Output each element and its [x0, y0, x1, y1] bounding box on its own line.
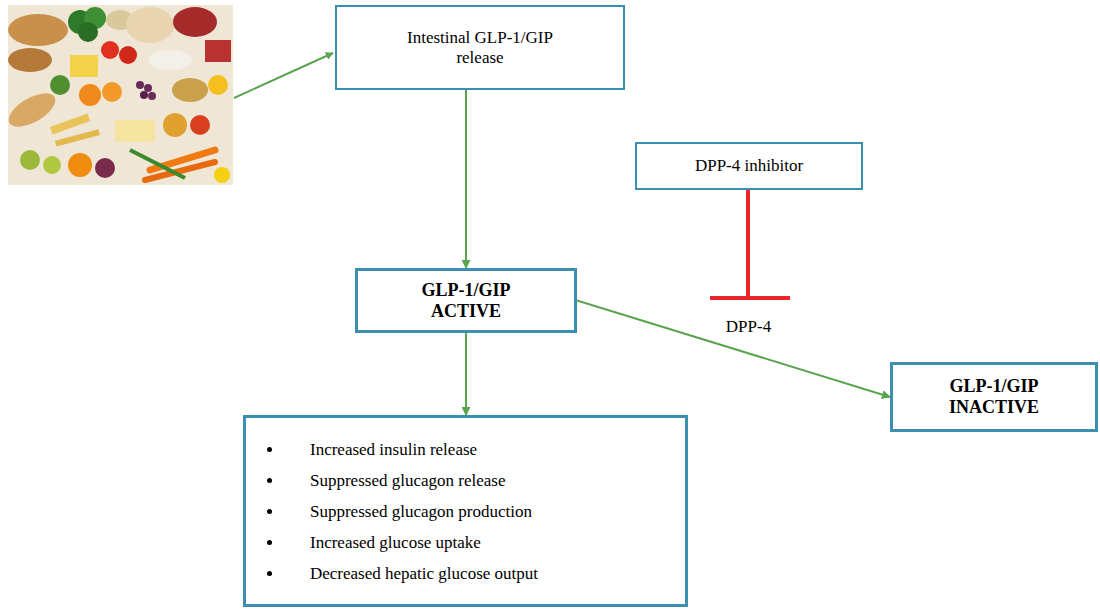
- box-label: GLP-1/GIP INACTIVE: [929, 376, 1059, 418]
- inhibition-line: [746, 190, 750, 298]
- inhibitor-box: DPP-4 inhibitor: [635, 142, 863, 190]
- box-label: GLP-1/GIP ACTIVE: [404, 280, 529, 322]
- effect-item: Decreased hepatic glucose output: [310, 558, 538, 589]
- effect-item: Suppressed glucagon release: [310, 465, 505, 496]
- text-holder: Increased insulin releaseSuppressed gluc…: [246, 434, 685, 589]
- state-box: GLP-1/GIP ACTIVE: [355, 268, 577, 333]
- effect-item: Increased insulin release: [310, 434, 477, 465]
- inhibition-bar: [710, 296, 790, 300]
- state-box: GLP-1/GIP INACTIVE: [890, 362, 1098, 432]
- text-holder: GLP-1/GIP ACTIVE: [404, 280, 529, 322]
- text-holder: GLP-1/GIP INACTIVE: [929, 376, 1059, 418]
- effect-item: Suppressed glucagon production: [310, 496, 532, 527]
- flow-arrow: [465, 333, 467, 415]
- food-picture: [3, 5, 233, 185]
- box-label: DPP-4 inhibitor: [695, 156, 803, 176]
- text-holder: Intestinal GLP-1/GIP release: [393, 28, 568, 68]
- text-holder: DPP-4 inhibitor: [695, 156, 803, 176]
- edge-label: DPP-4: [723, 317, 774, 337]
- flow-arrow: [465, 90, 467, 268]
- effect-item: Increased glucose uptake: [310, 527, 481, 558]
- flow-arrow: [577, 301, 890, 398]
- process-box: Intestinal GLP-1/GIP release: [335, 5, 625, 90]
- box-label: Intestinal GLP-1/GIP release: [393, 28, 568, 68]
- food-arrow: [234, 53, 333, 98]
- effects-box: Increased insulin releaseSuppressed gluc…: [243, 415, 688, 607]
